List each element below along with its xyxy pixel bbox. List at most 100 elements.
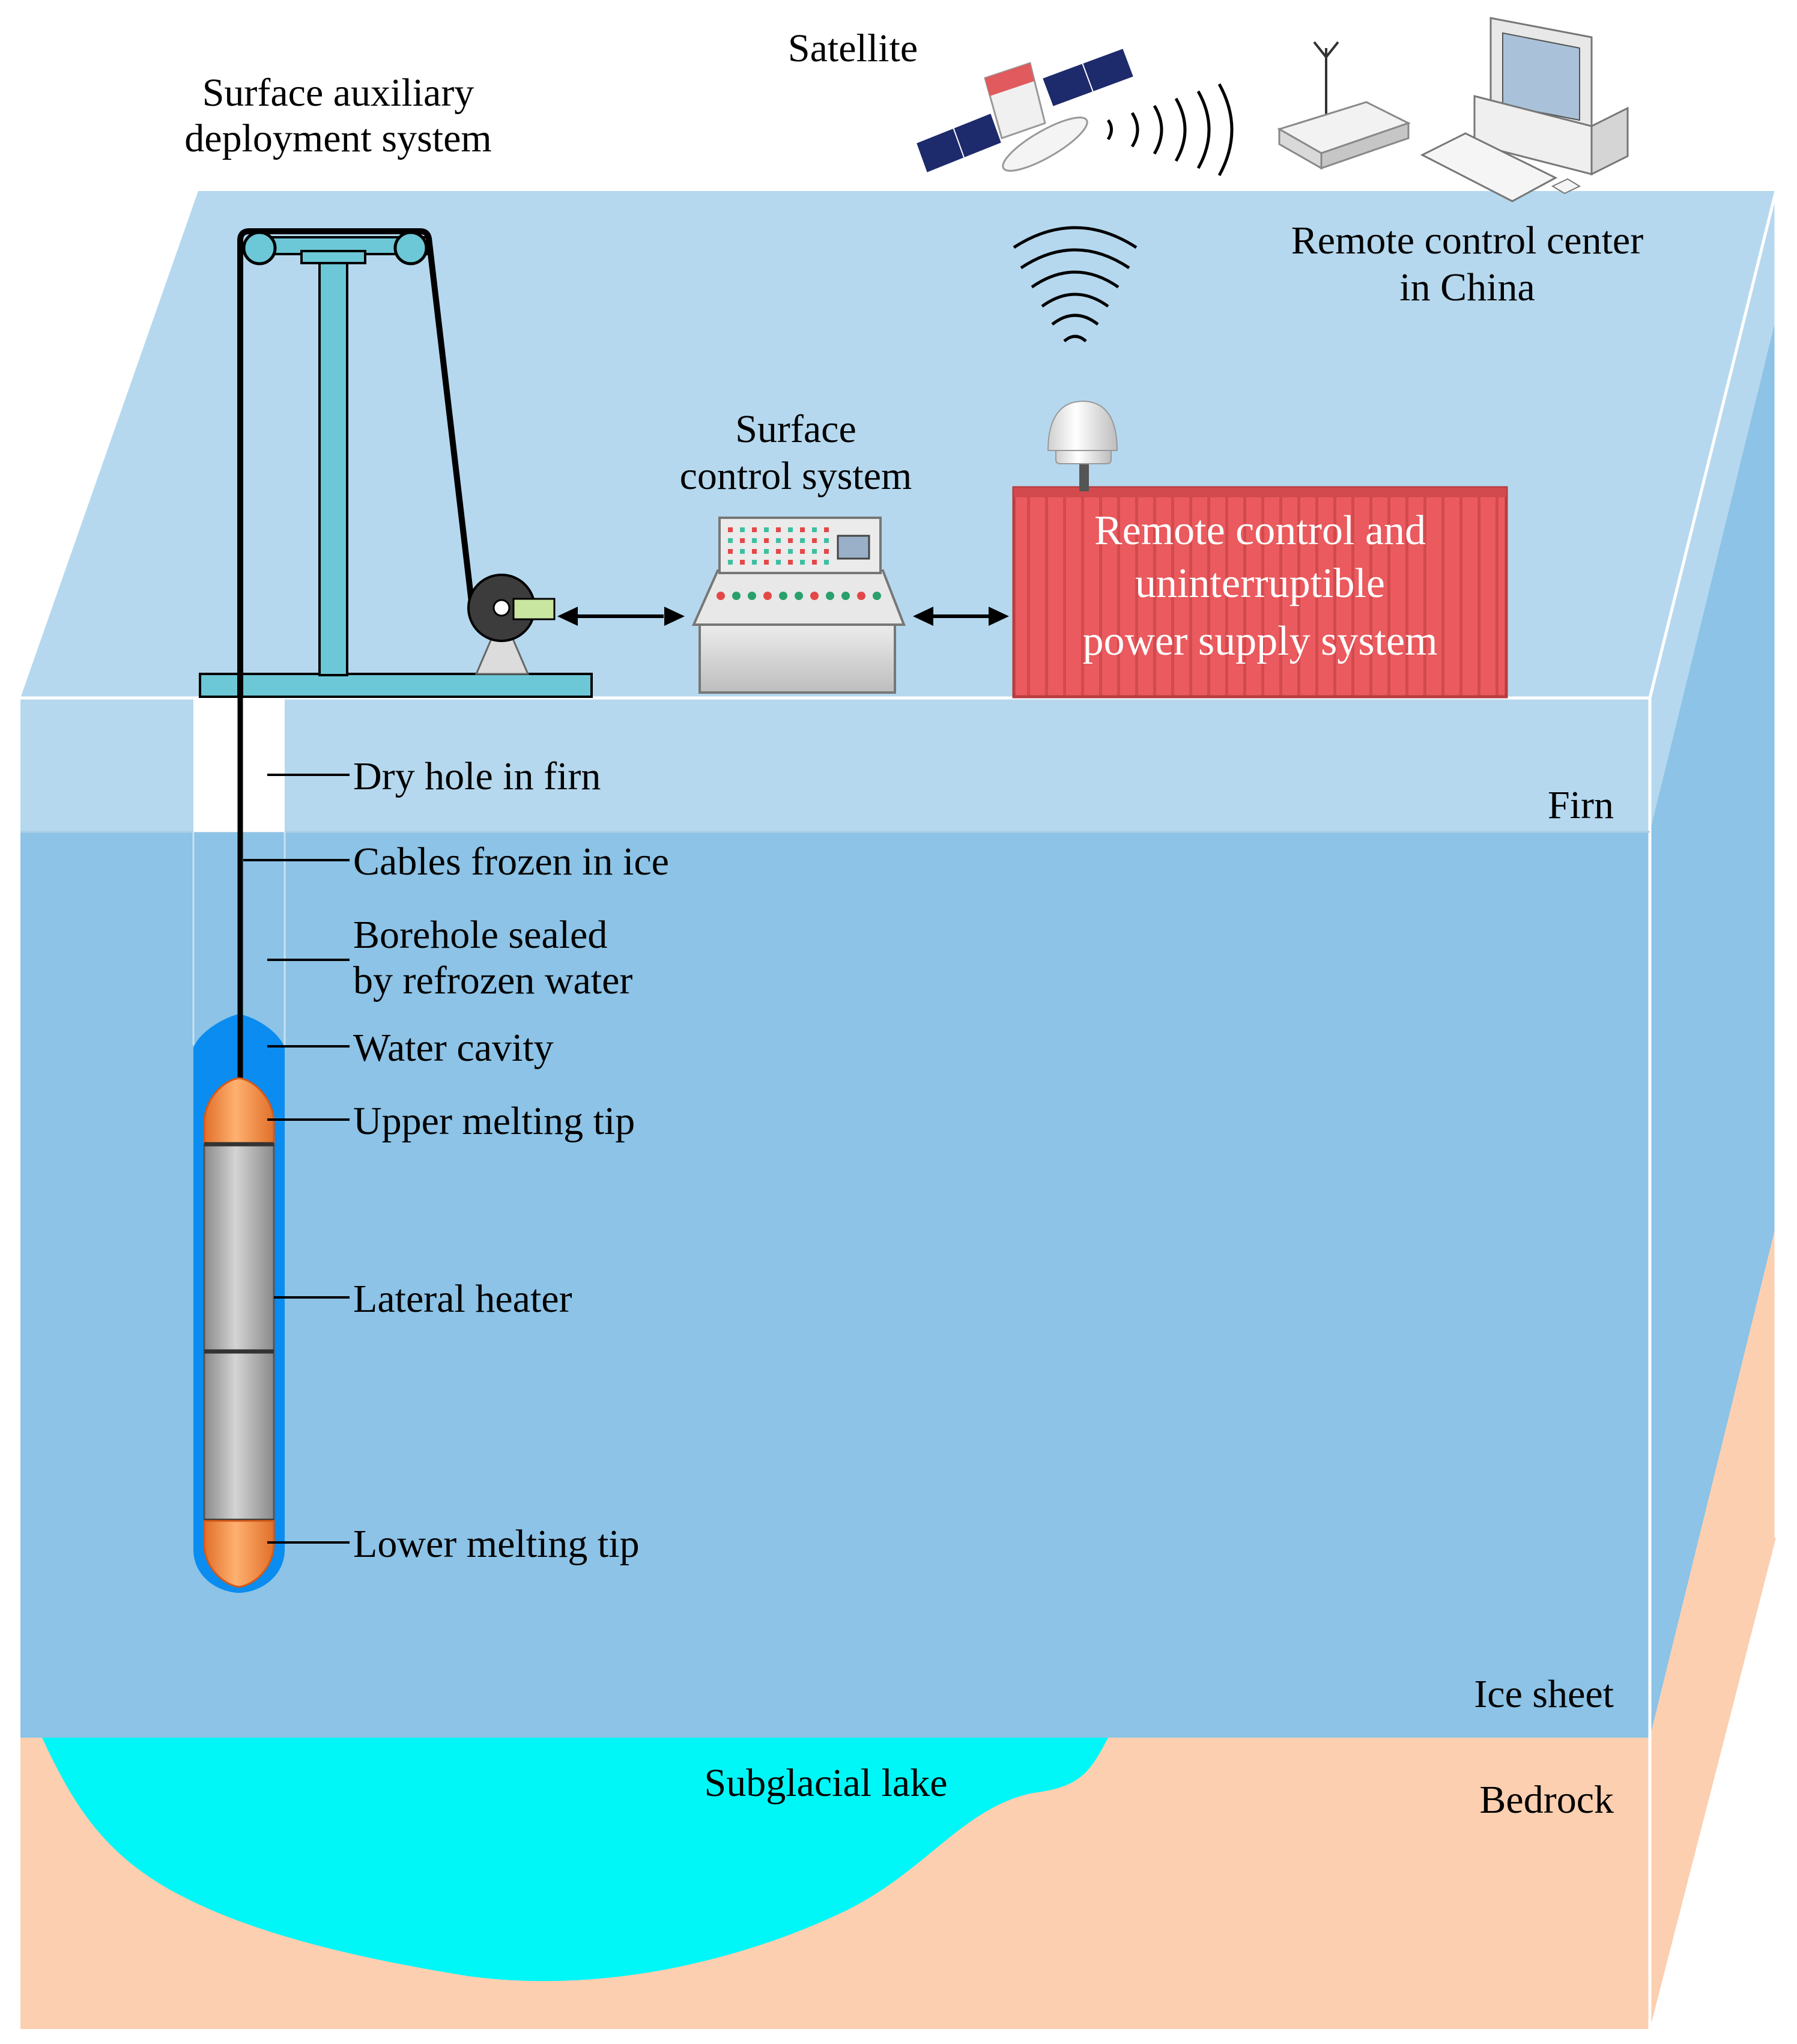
indicator-light (740, 560, 745, 565)
cabinet-buttons (717, 592, 881, 600)
indicator-light (800, 527, 805, 532)
surface-aux-label-line2: deployment system (184, 117, 491, 160)
indicator-light (824, 560, 829, 565)
indicator-light (812, 538, 817, 543)
indicator-light (740, 549, 745, 554)
side-face-bedrock (1650, 1225, 1776, 2029)
deployment-frame (199, 228, 593, 698)
indicator-light (788, 527, 793, 532)
subglacial-lake (42, 1738, 1108, 1982)
callout-dry-hole: Dry hole in firn (353, 754, 601, 798)
solar-panel-right-grid (1082, 62, 1094, 92)
arrowhead-right-1 (664, 607, 685, 626)
sheave-right (393, 231, 428, 265)
subglacial-lake-label: Subglacial lake (704, 1761, 947, 1805)
indicator-light (752, 527, 757, 532)
solar-panel-left-grid (953, 127, 965, 158)
panel-button (732, 592, 741, 600)
arrowhead-left-2 (913, 607, 933, 626)
ice-sheet-label: Ice sheet (1474, 1672, 1614, 1716)
panel-button (810, 592, 819, 600)
bedrock-label: Bedrock (1479, 1778, 1614, 1822)
panel-button (779, 592, 787, 600)
panel-button (795, 592, 803, 600)
panel-button (763, 592, 772, 600)
indicator-light (776, 538, 781, 543)
indicator-light (764, 538, 769, 543)
cabinet-body (698, 620, 896, 694)
surface-aux-label-line1: Surface auxiliary (202, 71, 474, 115)
panel-button (841, 592, 850, 600)
control-cabinet (691, 517, 906, 694)
borehole (192, 698, 286, 1593)
keyboard (1420, 132, 1558, 202)
indicator-light (728, 560, 733, 565)
container-top-rail (1014, 488, 1506, 497)
panel-button (826, 592, 834, 600)
indicator-light (824, 538, 829, 543)
container-body (1012, 486, 1508, 699)
indicator-light (728, 538, 733, 543)
indicator-light (752, 560, 757, 565)
sheave-left (242, 231, 277, 265)
remote-center-label-line2: in China (1399, 265, 1535, 309)
callout-upper-tip: Upper melting tip (353, 1099, 635, 1143)
surface-control-label-line1: Surface (735, 407, 856, 451)
callout-lateral-heater: Lateral heater (353, 1277, 572, 1321)
indicator-light (824, 527, 829, 532)
lateral-heater-lower (203, 1350, 275, 1522)
block-edge-right (1648, 190, 1778, 699)
indicator-light (812, 560, 817, 565)
connections (557, 607, 1009, 626)
labels: Satellite Surface auxiliary deployment s… (184, 26, 1643, 1822)
callout-borehole-line2: by refrozen water (353, 959, 632, 1002)
upper-melting-tip (203, 1077, 275, 1145)
arrowhead-right-2 (989, 607, 1009, 626)
antenna-dome (1047, 400, 1118, 451)
indicator-light (776, 527, 781, 532)
winch-motor (512, 598, 556, 620)
signal-waves-antenna (1013, 226, 1138, 342)
block (20, 190, 1778, 2029)
side-face-firn-light (1650, 191, 1776, 832)
satellite-icon (915, 47, 1135, 174)
ups-label-line3: power supply system (1082, 618, 1437, 664)
indicator-light (764, 527, 769, 532)
callout-water-cavity: Water cavity (353, 1026, 554, 1070)
indicator-light (752, 538, 757, 543)
indicator-light (776, 560, 781, 565)
cable-route (237, 228, 475, 698)
indicator-light (764, 560, 769, 565)
remote-center-label-line1: Remote control center (1291, 219, 1643, 262)
firn-layer (20, 698, 1650, 832)
callout-lower-tip: Lower melting tip (353, 1522, 640, 1566)
indicator-light (764, 549, 769, 554)
signal-waves-satellite (1106, 83, 1234, 177)
panel-button (717, 592, 725, 600)
cabinet-screen (837, 535, 870, 560)
antenna-post (1079, 461, 1089, 491)
panel-button (748, 592, 756, 600)
indicator-light (812, 527, 817, 532)
monitor-screen (1502, 32, 1580, 121)
indicator-light (728, 527, 733, 532)
satellite-band (985, 63, 1034, 96)
satellite-dish (1002, 117, 1088, 172)
panel-button (857, 592, 865, 600)
panel-button (873, 592, 881, 600)
computer-tower-side (1590, 106, 1629, 176)
router-side (1320, 121, 1410, 170)
satellite-label: Satellite (788, 26, 918, 70)
router-antenna-tip (1313, 41, 1339, 59)
ups-label-line1: Remote control and (1094, 508, 1426, 554)
indicator-light (812, 549, 817, 554)
callout-borehole-line1: Borehole sealed (353, 913, 607, 957)
ice-sheet-layer (20, 832, 1650, 1738)
winch-hub (492, 599, 511, 617)
cabinet-indicator-lights (728, 527, 829, 565)
indicator-light (788, 538, 793, 543)
indicator-light (788, 549, 793, 554)
indicator-light (776, 549, 781, 554)
callout-cables: Cables frozen in ice (353, 840, 669, 884)
